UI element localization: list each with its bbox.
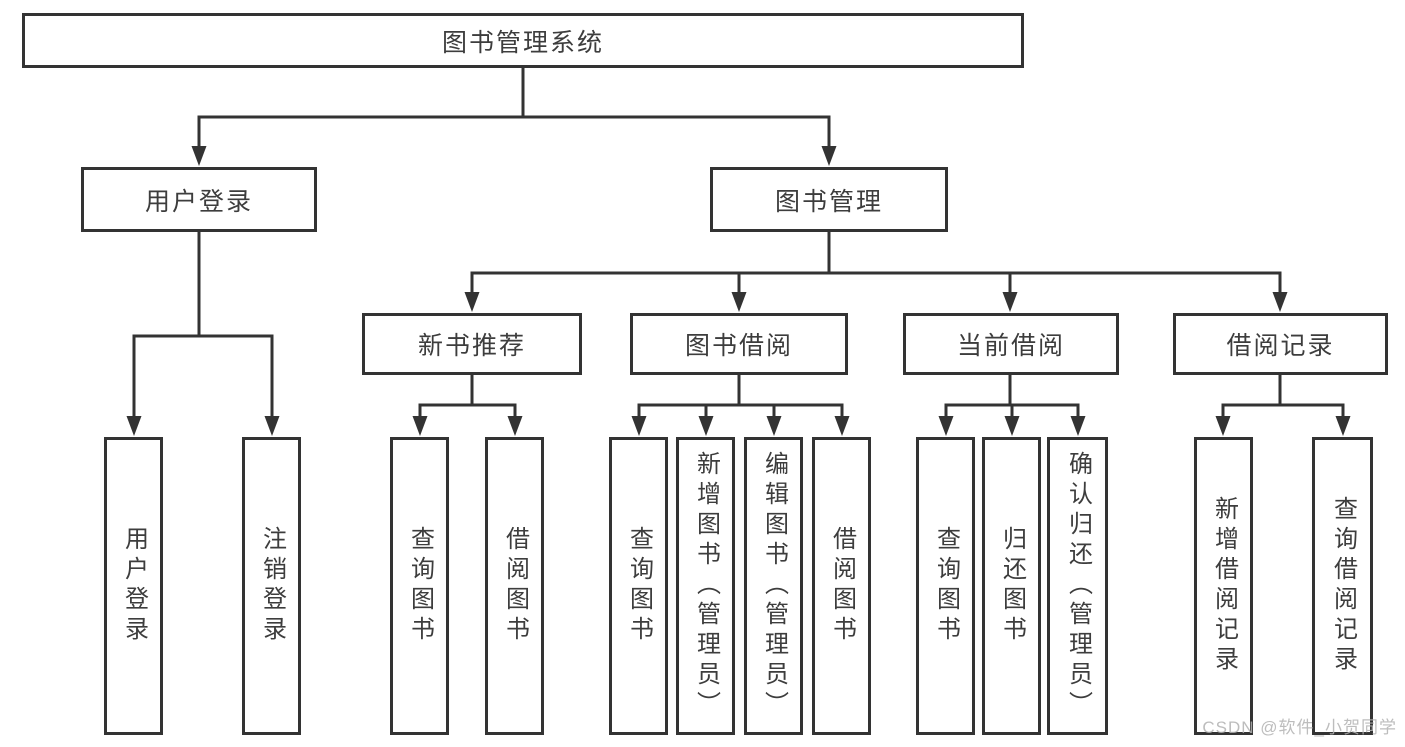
leaf-query-books-current: 查询图书 xyxy=(916,437,975,735)
leaf-add-books-admin-label: 新增图书（管理员） xyxy=(692,451,720,721)
leaf-borrow-books-recommend: 借阅图书 xyxy=(485,437,544,735)
leaf-borrow-books: 借阅图书 xyxy=(812,437,871,735)
leaf-query-borrow-record-label: 查询借阅记录 xyxy=(1329,496,1357,676)
node-current-borrow: 当前借阅 xyxy=(903,313,1119,375)
leaf-query-books-recommend: 查询图书 xyxy=(390,437,449,735)
csdn-watermark: CSDN @软件_小贺同学 xyxy=(1202,718,1397,737)
leaf-return-books: 归还图书 xyxy=(982,437,1041,735)
node-root-system: 图书管理系统 xyxy=(22,13,1024,68)
leaf-edit-books-admin: 编辑图书（管理员） xyxy=(744,437,803,735)
node-root-label: 图书管理系统 xyxy=(441,28,604,57)
node-user-login: 用户登录 xyxy=(81,167,317,232)
leaf-confirm-return-admin-label: 确认归还（管理员） xyxy=(1064,451,1092,721)
node-book-management-label: 图书管理 xyxy=(774,187,883,216)
leaf-borrow-books-label: 借阅图书 xyxy=(828,526,856,646)
leaf-borrow-books-recommend-label: 借阅图书 xyxy=(501,526,529,646)
leaf-add-borrow-record-label: 新增借阅记录 xyxy=(1210,496,1238,676)
leaf-add-borrow-record: 新增借阅记录 xyxy=(1194,437,1253,735)
node-book-borrow: 图书借阅 xyxy=(630,313,848,375)
leaf-return-books-label: 归还图书 xyxy=(998,526,1026,646)
leaf-edit-books-admin-label: 编辑图书（管理员） xyxy=(760,451,788,721)
leaf-query-books-recommend-label: 查询图书 xyxy=(406,526,434,646)
leaf-confirm-return-admin: 确认归还（管理员） xyxy=(1047,437,1108,735)
node-new-book-recommend-label: 新书推荐 xyxy=(417,332,526,360)
leaf-query-books-borrow: 查询图书 xyxy=(609,437,668,735)
leaf-user-login: 用户登录 xyxy=(104,437,163,735)
node-user-login-label: 用户登录 xyxy=(144,187,253,216)
leaf-add-books-admin: 新增图书（管理员） xyxy=(676,437,735,735)
node-new-book-recommend: 新书推荐 xyxy=(362,313,582,375)
node-borrow-records-label: 借阅记录 xyxy=(1226,332,1335,360)
leaf-query-borrow-record: 查询借阅记录 xyxy=(1312,437,1373,735)
node-current-borrow-label: 当前借阅 xyxy=(956,332,1065,360)
leaf-user-login-label: 用户登录 xyxy=(120,526,148,646)
leaf-logout-label: 注销登录 xyxy=(258,526,286,646)
leaf-logout: 注销登录 xyxy=(242,437,301,735)
node-borrow-records: 借阅记录 xyxy=(1173,313,1388,375)
leaf-query-books-borrow-label: 查询图书 xyxy=(625,526,653,646)
leaf-query-books-current-label: 查询图书 xyxy=(932,526,960,646)
node-book-borrow-label: 图书借阅 xyxy=(684,332,793,360)
node-book-management: 图书管理 xyxy=(710,167,948,232)
